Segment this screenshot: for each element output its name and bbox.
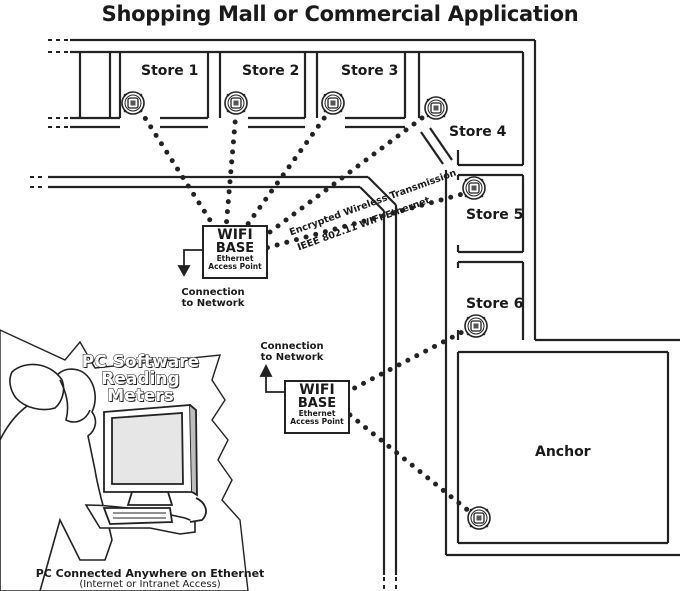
link-store6 xyxy=(342,325,473,396)
link-store2 xyxy=(223,109,239,231)
store-4-label: Store 4 xyxy=(449,124,507,140)
connection-line-1: Connection xyxy=(181,287,245,298)
wireless-meter-icon xyxy=(464,314,488,338)
pc-software-label: PC Software Reading Meters xyxy=(78,352,203,406)
base-line-4: Access Point xyxy=(208,262,262,271)
base-line-3: Ethernet xyxy=(298,409,336,418)
base-line-3: Ethernet xyxy=(216,254,254,263)
base-line-2: BASE xyxy=(215,241,255,256)
base-line-2: BASE xyxy=(297,396,337,411)
wireless-meter-icon xyxy=(224,91,248,115)
wireless-meter-icon xyxy=(424,96,448,120)
link-anchor xyxy=(347,412,473,515)
wall-break-marks xyxy=(30,39,397,591)
arrow-icon xyxy=(177,249,288,393)
wireless-meter-icon xyxy=(321,91,345,115)
store-walls xyxy=(48,38,680,575)
store-1-label: Store 1 xyxy=(141,63,199,79)
base-line-4: Access Point xyxy=(290,417,344,426)
wireless-meter-icon xyxy=(462,176,486,200)
connection-label-2: Connection to Network xyxy=(257,341,327,363)
pc-software-line-1: PC Software xyxy=(81,352,200,372)
computer-monitor-icon xyxy=(102,404,207,525)
store-3-label: Store 3 xyxy=(341,63,399,79)
store-2-label: Store 2 xyxy=(242,63,300,79)
pc-caption-sub: (Internet or Intranet Access) xyxy=(79,579,221,590)
wireless-meter-icon xyxy=(121,91,145,115)
pc-caption: PC Connected Anywhere on Ethernet xyxy=(35,567,265,580)
base-line-1: WIFI xyxy=(299,382,335,398)
wireless-links xyxy=(137,107,473,515)
wireless-meter-icon xyxy=(467,506,491,530)
base-line-1: WIFI xyxy=(217,227,253,243)
wifi-base-station-2: WIFI BASE Ethernet Access Point xyxy=(284,380,350,434)
link-store1 xyxy=(137,107,218,231)
connection-line-1: Connection xyxy=(260,341,324,352)
link-store4 xyxy=(259,109,433,241)
pc-software-line-2: Reading Meters xyxy=(101,369,180,406)
store-6-label: Store 6 xyxy=(466,296,524,312)
connection-line-2: to Network xyxy=(260,352,324,363)
connection-label-1: Connection to Network xyxy=(178,287,248,309)
link-store3 xyxy=(242,107,333,231)
anchor-label: Anchor xyxy=(535,444,591,460)
store-5-label: Store 5 xyxy=(466,207,524,223)
connection-line-2: to Network xyxy=(181,298,245,309)
wifi-base-station-1: WIFI BASE Ethernet Access Point xyxy=(202,225,268,279)
page-title: Shopping Mall or Commercial Application xyxy=(101,2,579,26)
